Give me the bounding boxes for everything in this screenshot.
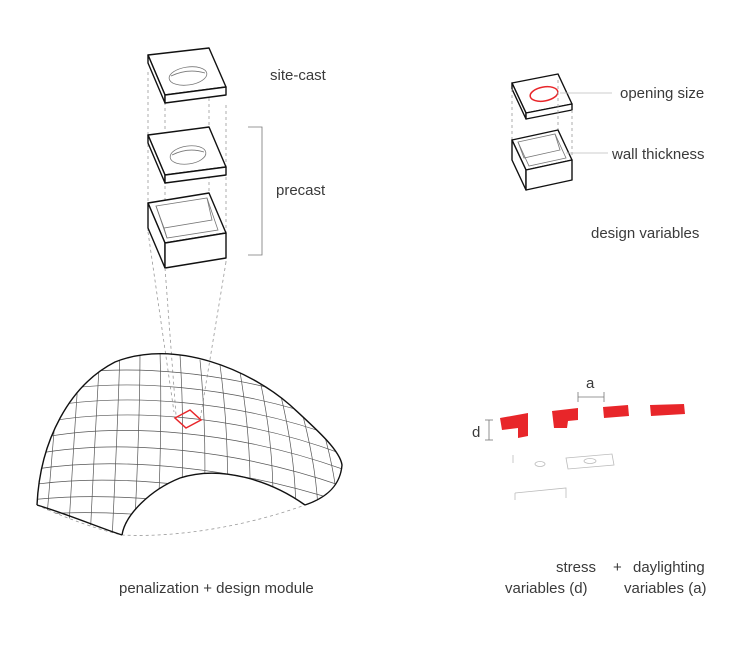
highlighted-module xyxy=(173,409,203,429)
label-stress: stress xyxy=(556,559,596,576)
section-piece-4 xyxy=(650,404,685,416)
label-opening-size: opening size xyxy=(620,85,704,102)
label-design-variables: design variables xyxy=(591,225,699,242)
precast-top-slab xyxy=(147,126,227,184)
opening-size-ring xyxy=(529,85,559,103)
precast-bracket xyxy=(248,126,263,256)
label-site-cast: site-cast xyxy=(270,67,327,84)
site-cast-slab xyxy=(147,47,227,104)
label-daylighting: daylighting xyxy=(633,559,705,576)
dim-label-d: d xyxy=(472,424,480,441)
shell-surface xyxy=(36,353,343,536)
label-daylighting-variables: variables (a) xyxy=(624,580,707,597)
label-precast: precast xyxy=(276,182,326,199)
precast-box xyxy=(147,192,227,269)
section-piece-3 xyxy=(603,405,629,418)
exploded-module-stack xyxy=(147,47,263,421)
section-piece-1 xyxy=(500,413,528,438)
projection-lines xyxy=(147,231,227,421)
design-variables-module xyxy=(511,73,612,191)
shell-grid xyxy=(37,353,342,535)
section-piece-2 xyxy=(552,408,578,428)
label-wall-thickness: wall thickness xyxy=(611,146,705,163)
label-penalization: penalization + design module xyxy=(119,580,314,597)
label-plus: + xyxy=(613,559,622,576)
dim-label-a: a xyxy=(586,375,595,392)
section-strip xyxy=(485,392,685,500)
label-stress-variables: variables (d) xyxy=(505,580,588,597)
